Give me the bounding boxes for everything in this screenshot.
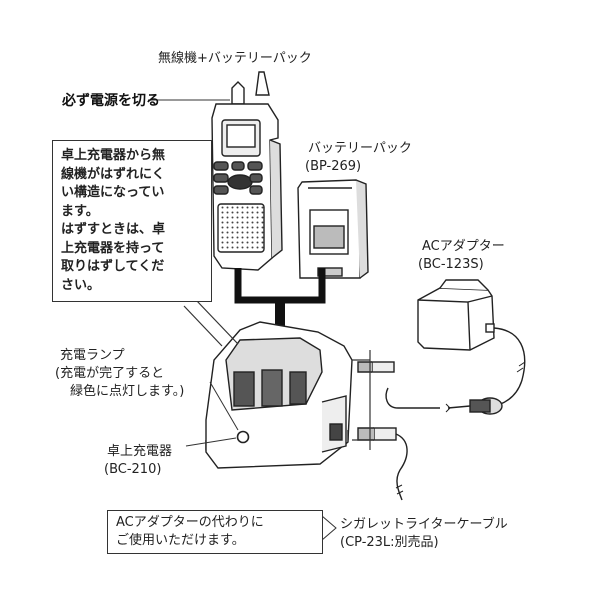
notice-line: 上充電器を持って [61, 240, 165, 256]
label-ac-adapter: ACアダプター [422, 239, 505, 254]
notice-line: さい。 [61, 277, 101, 293]
plug-bracket [352, 350, 371, 450]
notice-line: ます。 [61, 203, 99, 219]
notice-line: 卓上充電器から無 [61, 148, 166, 163]
notice-line: 線機がはずれにく [61, 166, 165, 182]
notice-pointer [183, 299, 239, 347]
label-charge-lamp: 充電ランプ [60, 348, 125, 363]
label-charge-lamp-note-1: (充電が完了すると [55, 366, 165, 381]
label-cigarette-cable-model: (CP-23L:別売品) [340, 535, 439, 550]
label-battery-pack: バッテリーパック [308, 141, 412, 156]
label-battery-model: (BP-269) [305, 159, 362, 174]
label-ac-adapter-model: (BC-123S) [418, 257, 484, 272]
label-charge-lamp-note-2: 緑色に点灯します。) [70, 384, 185, 399]
label-radio-battery: 無線機+バッテリーパック [158, 51, 312, 66]
notice-line: 取りはずしてくだ [61, 259, 165, 274]
ac-adapter [357, 279, 526, 415]
ac-box-line: ご使用いただけます。 [116, 533, 245, 548]
cigarette-lighter-cable [357, 427, 408, 501]
desktop-charger [205, 321, 353, 469]
ac-box-line: ACアダプターの代わりに [116, 515, 264, 530]
ac-alternative-box: ACアダプターの代わりに ご使用いただけます。 [107, 510, 323, 554]
label-desktop-charger: 卓上充電器 [107, 444, 173, 459]
notice-line: い構造になってい [61, 185, 165, 200]
notice-line: はずすときは、卓 [61, 222, 166, 237]
label-cigarette-cable: シガレットライターケーブル [340, 517, 508, 532]
label-desktop-charger-model: (BC-210) [104, 462, 162, 477]
battery-pack [297, 179, 369, 279]
radio-transceiver [211, 71, 283, 271]
label-power-off: 必ず電源を切る [62, 93, 160, 109]
notice-box: 卓上充電器から無 線機がはずれにく い構造になってい ます。 はずすときは、卓 … [52, 140, 212, 302]
